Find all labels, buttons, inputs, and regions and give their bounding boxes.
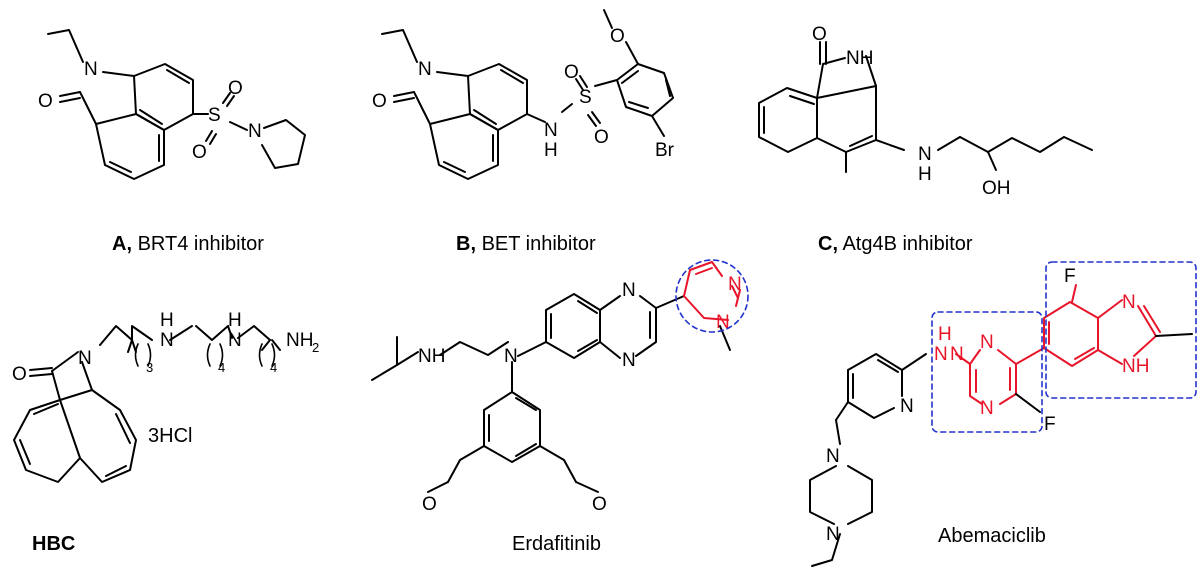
- svg-text:OH: OH: [982, 178, 1011, 199]
- svg-text:H: H: [544, 140, 558, 161]
- structure-b: [381, 9, 674, 180]
- hbc-salt-label: 3HCl: [148, 425, 192, 447]
- abemaciclib-methyl-bonds: [1015, 333, 1193, 413]
- svg-text:O: O: [592, 494, 607, 515]
- abemaciclib-benzimidazole: [1043, 284, 1161, 367]
- atoms-hbc: O N 3 N H 4 N H 4 NH 2: [12, 310, 319, 385]
- svg-text:N: N: [950, 344, 964, 365]
- captions: A, BRT4 inhibitor B, BET inhibitor C, At…: [32, 233, 1046, 555]
- svg-text:N: N: [84, 59, 98, 80]
- atoms-a: N O S O O N: [38, 59, 262, 163]
- svg-text:O: O: [610, 26, 625, 47]
- svg-text:O: O: [12, 364, 27, 385]
- svg-text:N: N: [544, 120, 558, 141]
- atoms-erdafitinib-red: N N: [716, 274, 742, 333]
- structure-abemaciclib: [809, 353, 927, 567]
- caption-hbc: HBC: [32, 533, 75, 555]
- svg-text:Br: Br: [655, 140, 675, 161]
- svg-text:N: N: [826, 524, 840, 545]
- svg-text:NH: NH: [1122, 356, 1149, 377]
- pyrimidine-highlight-box: [931, 311, 1043, 433]
- svg-text:S: S: [579, 87, 592, 108]
- svg-text:N: N: [504, 346, 518, 367]
- svg-text:N: N: [900, 396, 914, 417]
- caption-abemaciclib: Abemaciclib: [938, 525, 1046, 547]
- svg-text:N: N: [418, 59, 432, 80]
- abemaciclib-pyrimidine: [955, 347, 1045, 405]
- svg-text:N: N: [248, 121, 262, 142]
- svg-text:NH: NH: [286, 330, 313, 351]
- svg-text:N: N: [980, 332, 994, 353]
- svg-text:O: O: [422, 494, 437, 515]
- svg-text:O: O: [38, 91, 53, 112]
- atoms-abemaciclib-red: H N N N N N NH: [934, 292, 1149, 419]
- atoms-b: N O N H S O O O Br: [372, 26, 675, 161]
- caption-erdafitinib: Erdafitinib: [512, 533, 601, 555]
- svg-text:N: N: [228, 330, 242, 351]
- svg-text:N: N: [622, 350, 636, 371]
- svg-text:N: N: [716, 312, 730, 333]
- benzimidazole-highlight-box: [1045, 261, 1197, 399]
- svg-text:O: O: [812, 24, 827, 45]
- svg-text:H: H: [938, 324, 952, 345]
- svg-text:NH: NH: [418, 346, 445, 367]
- svg-text:N: N: [78, 348, 92, 369]
- svg-text:3: 3: [146, 360, 153, 375]
- svg-text:O: O: [372, 91, 387, 112]
- svg-text:N: N: [980, 398, 994, 419]
- svg-text:H: H: [918, 164, 932, 185]
- hbc-brackets: [134, 343, 276, 367]
- svg-text:NH: NH: [846, 48, 873, 69]
- caption-c: C, Atg4B inhibitor: [818, 233, 973, 255]
- svg-text:H: H: [160, 310, 174, 331]
- svg-text:O: O: [192, 142, 207, 163]
- svg-text:N: N: [160, 330, 174, 351]
- svg-text:N: N: [826, 446, 840, 467]
- svg-text:S: S: [208, 105, 221, 126]
- svg-text:N: N: [728, 274, 742, 295]
- svg-text:4: 4: [270, 360, 277, 375]
- svg-text:H: H: [228, 310, 242, 331]
- structure-erdafitinib: [371, 293, 685, 493]
- svg-text:N: N: [918, 144, 932, 165]
- svg-text:2: 2: [312, 340, 319, 355]
- structure-c: [758, 41, 1093, 173]
- svg-text:4: 4: [218, 360, 225, 375]
- svg-text:N: N: [1122, 292, 1136, 313]
- svg-text:F: F: [1044, 414, 1056, 435]
- atoms-abemaciclib: N N N F F: [826, 266, 1076, 545]
- svg-text:F: F: [1064, 266, 1076, 287]
- structure-a: [47, 29, 306, 180]
- caption-b: B, BET inhibitor: [456, 233, 596, 255]
- caption-a: A, BRT4 inhibitor: [112, 233, 264, 255]
- atoms-erdafitinib: NH N N N O O: [418, 280, 636, 515]
- highlight-outlines: [675, 259, 1197, 433]
- svg-text:O: O: [564, 62, 579, 83]
- pyrazole-highlight-circle: [675, 259, 749, 333]
- svg-text:O: O: [228, 78, 243, 99]
- svg-text:O: O: [594, 127, 609, 148]
- svg-text:N: N: [934, 344, 948, 365]
- structure-hbc: [13, 325, 281, 483]
- atoms-c: O NH N H OH: [812, 24, 1011, 199]
- svg-text:N: N: [622, 280, 636, 301]
